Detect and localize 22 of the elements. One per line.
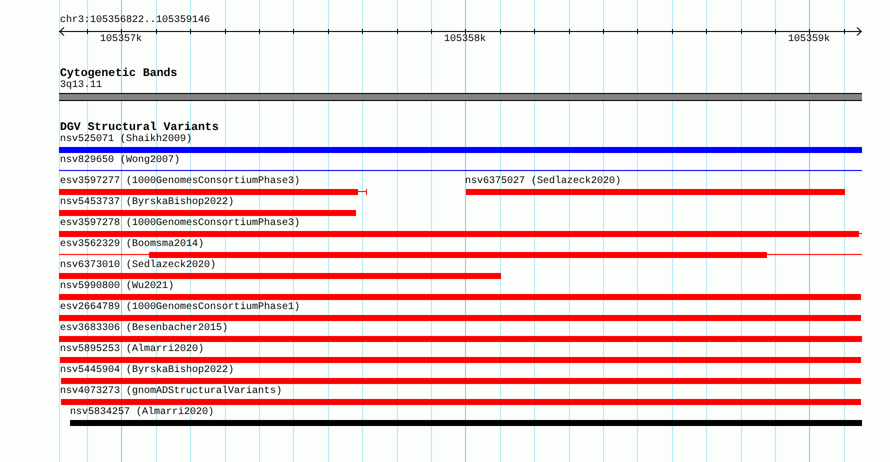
- variant-label: nsv6373010 (Sedlazeck2020): [60, 260, 216, 272]
- variant-label: nsv525071 (Shaikh2009): [60, 134, 192, 146]
- variant-label: nsv5895253 (Almarri2020): [60, 344, 204, 356]
- variant-label: esv3683306 (Besenbacher2015): [60, 323, 228, 335]
- region-coordinates: chr3:105356822..105359146: [60, 15, 210, 27]
- tick-label: 105357k: [100, 34, 142, 46]
- variant-label: esv3597278 (1000GenomesConsortiumPhase3): [60, 218, 300, 230]
- tick-label: 105358k: [444, 34, 486, 46]
- track-title: DGV Structural Variants: [60, 121, 219, 134]
- variant-label: esv2664789 (1000GenomesConsortiumPhase1): [60, 302, 300, 314]
- variant-label: nsv829650 (Wong2007): [60, 155, 180, 167]
- variant-label: nsv5834257 (Almarri2020): [70, 407, 214, 419]
- variant-label: esv3597277 (1000GenomesConsortiumPhase3): [60, 176, 300, 188]
- track-title: Cytogenetic Bands: [60, 67, 178, 80]
- tick-label: 105359k: [788, 34, 830, 46]
- variant-label: nsv4073273 (gnomADStructuralVariants): [60, 386, 282, 398]
- variant-label: nsv6375027 (Sedlazeck2020): [465, 176, 622, 188]
- variant-label: nsv5445904 (ByrskaBishop2022): [60, 365, 234, 377]
- variant-label: nsv5990800 (Wu2021): [60, 281, 174, 293]
- variant-label: esv3562329 (Boomsma2014): [60, 239, 204, 251]
- band-label: 3q13.11: [60, 80, 102, 92]
- variant-label: nsv5453737 (ByrskaBishop2022): [60, 197, 234, 209]
